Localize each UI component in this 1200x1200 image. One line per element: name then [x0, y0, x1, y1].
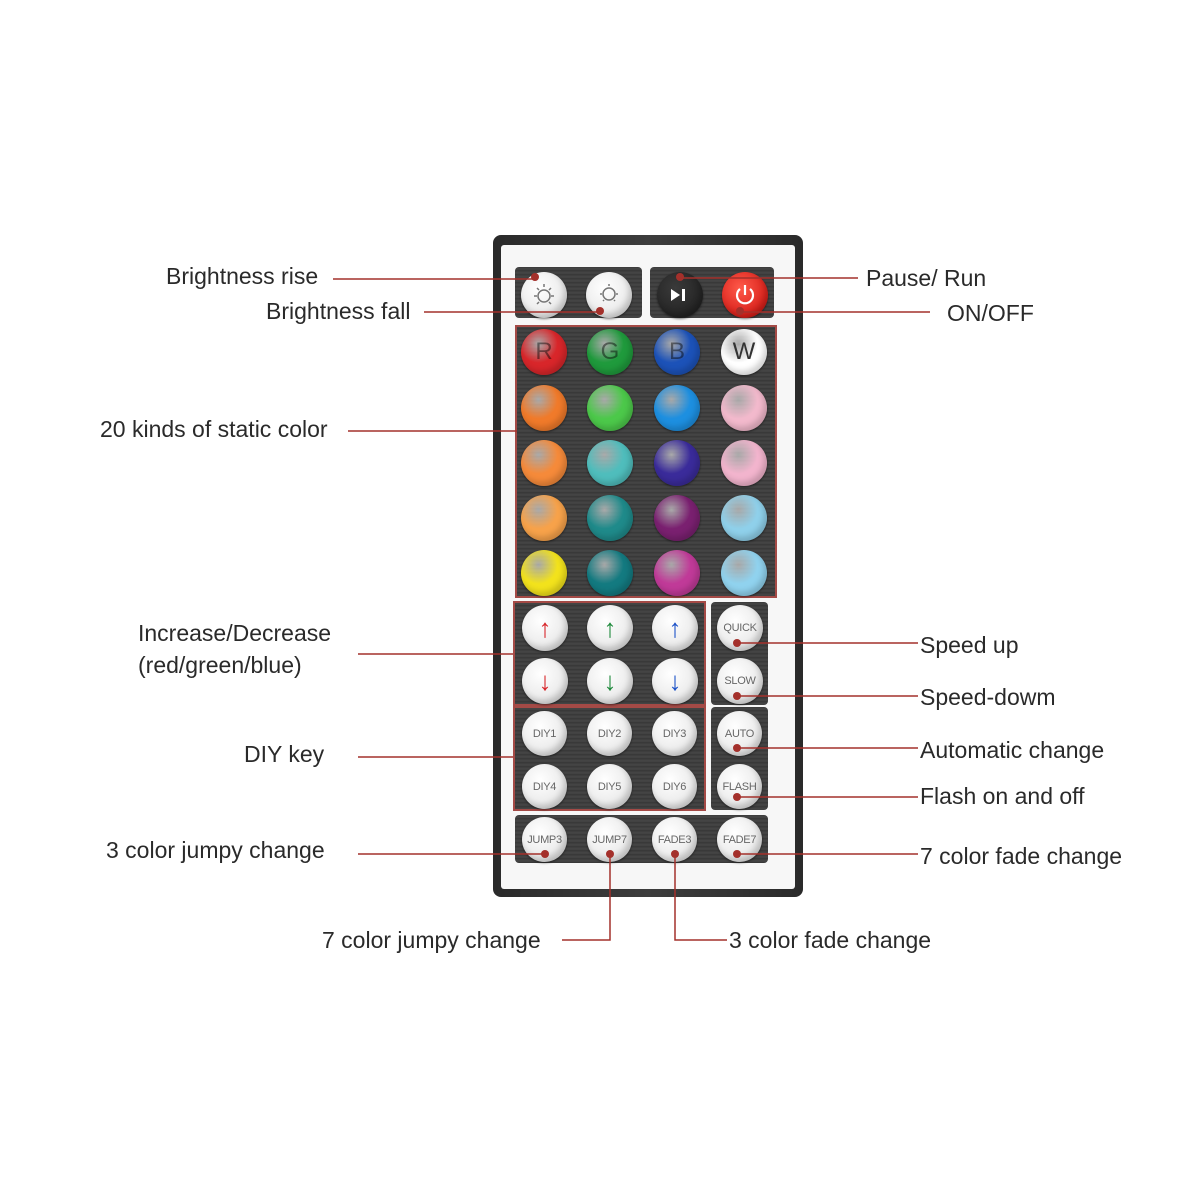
leader-dot	[733, 793, 741, 801]
color-letter: B	[668, 338, 685, 365]
decrease-button[interactable]: ↓	[652, 658, 698, 704]
brightness-up-button[interactable]	[521, 272, 567, 318]
color-outline	[515, 325, 777, 598]
diy4-button[interactable]: DIY4	[522, 764, 567, 809]
arrow-down-icon: ↓	[538, 665, 552, 696]
color-button[interactable]	[654, 385, 700, 431]
label-rgb: (red/green/blue)	[138, 652, 302, 678]
color-button[interactable]	[721, 495, 767, 541]
power-button[interactable]	[722, 272, 768, 318]
color-button[interactable]	[721, 550, 767, 596]
label-brightness-rise: Brightness rise	[166, 263, 319, 289]
arrow-up-icon: ↑	[603, 612, 617, 643]
leader-dot	[541, 850, 549, 858]
diy2-button[interactable]: DIY2	[587, 711, 632, 756]
arrow-down-icon: ↓	[603, 665, 617, 696]
leader-dot	[733, 850, 741, 858]
color-letter: W	[732, 338, 756, 365]
play-pause-icon	[671, 289, 685, 301]
arrow-up-icon: ↑	[668, 612, 682, 643]
leader-dot	[671, 850, 679, 858]
label-fade3: 3 color fade change	[729, 927, 932, 953]
color-button[interactable]	[654, 495, 700, 541]
label-jumpy3: 3 color jumpy change	[106, 837, 325, 863]
color-button[interactable]	[521, 495, 567, 541]
color-button[interactable]	[587, 550, 633, 596]
leader-dot	[733, 639, 741, 647]
label-speed-down: Speed-dowm	[920, 684, 1056, 710]
color-button[interactable]: G	[587, 329, 633, 375]
arrow-outline	[513, 601, 706, 706]
diy6-button[interactable]: DIY6	[652, 764, 697, 809]
leader-dot	[531, 273, 539, 281]
label-static-color: 20 kinds of static color	[100, 416, 328, 442]
decrease-button[interactable]: ↓	[587, 658, 633, 704]
label-flash: Flash on and off	[920, 783, 1085, 809]
brightness-down-button[interactable]	[586, 272, 632, 318]
diy1-button[interactable]: DIY1	[522, 711, 567, 756]
leader-dot	[733, 744, 741, 752]
color-button[interactable]: R	[521, 329, 567, 375]
leader-dot	[733, 692, 741, 700]
increase-button[interactable]: ↑	[587, 605, 633, 651]
diy3-button[interactable]: DIY3	[652, 711, 697, 756]
leader-dot	[676, 273, 684, 281]
color-button[interactable]	[521, 385, 567, 431]
leader-dot	[596, 307, 604, 315]
arrow-up-icon: ↑	[538, 612, 552, 643]
color-button[interactable]	[521, 440, 567, 486]
color-button[interactable]	[654, 550, 700, 596]
power-icon	[735, 285, 755, 305]
label-diy-key: DIY key	[244, 741, 325, 767]
color-button[interactable]	[521, 550, 567, 596]
increase-button[interactable]: ↑	[652, 605, 698, 651]
sun-up-icon	[534, 284, 554, 305]
decrease-button[interactable]: ↓	[522, 658, 568, 704]
label-jumpy7: 7 color jumpy change	[322, 927, 541, 953]
label-automatic-change: Automatic change	[920, 737, 1105, 763]
label-speed-up: Speed up	[920, 632, 1019, 658]
label-brightness-fall: Brightness fall	[266, 298, 411, 324]
diy5-button[interactable]: DIY5	[587, 764, 632, 809]
sun-down-icon	[600, 284, 618, 302]
color-button[interactable]: B	[654, 329, 700, 375]
color-button[interactable]: W	[721, 329, 767, 375]
color-button[interactable]	[654, 440, 700, 486]
leader-dot	[606, 850, 614, 858]
color-button[interactable]	[721, 385, 767, 431]
label-pause-run: Pause/ Run	[866, 265, 987, 291]
color-button[interactable]	[587, 495, 633, 541]
color-button[interactable]	[587, 440, 633, 486]
color-letter: G	[600, 338, 620, 365]
color-button[interactable]	[721, 440, 767, 486]
label-increase-decrease: Increase/Decrease	[138, 620, 332, 646]
diy-outline	[513, 706, 706, 811]
color-letter: R	[535, 338, 553, 365]
color-button[interactable]	[587, 385, 633, 431]
label-on-off: ON/OFF	[947, 300, 1034, 326]
flash-button[interactable]: FLASH	[717, 764, 762, 809]
leader-dot	[736, 307, 744, 315]
arrow-down-icon: ↓	[668, 665, 682, 696]
label-fade7: 7 color fade change	[920, 843, 1123, 869]
increase-button[interactable]: ↑	[522, 605, 568, 651]
